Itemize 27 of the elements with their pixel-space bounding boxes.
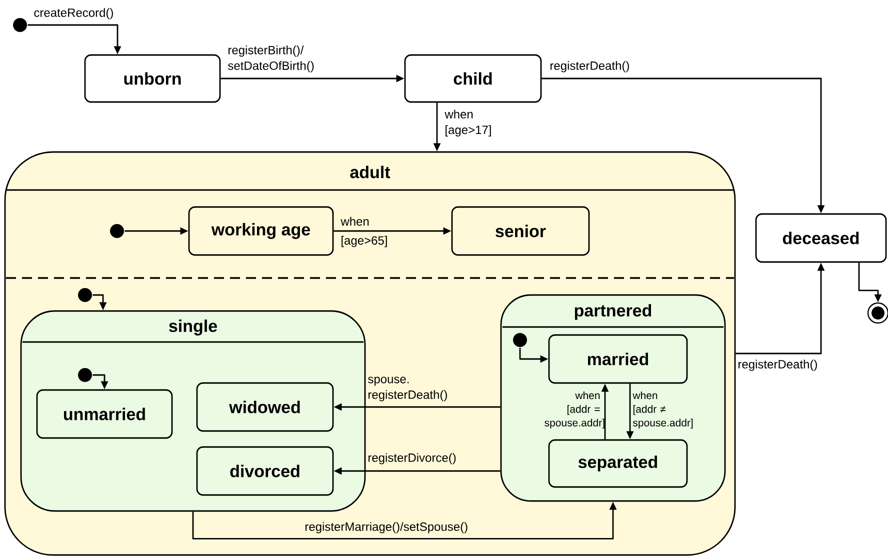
edge-label: when [age>65] xyxy=(340,216,387,248)
state-box: senior xyxy=(451,206,590,256)
state-box: separated xyxy=(548,439,688,488)
state-box: child xyxy=(404,54,542,103)
edge-label: registerDeath() xyxy=(550,61,629,72)
state-box: unmarried xyxy=(36,389,173,439)
final-state xyxy=(867,302,888,324)
initial-state-dot xyxy=(78,288,92,302)
edge-label: createRecord() xyxy=(34,8,113,20)
edge-label: registerDeath() xyxy=(738,360,817,371)
edge-label: when [age>17] xyxy=(444,110,491,136)
edge-label: registerMarriage()/setSpouse() xyxy=(306,522,468,534)
edge-label: when [addr ≠ spouse.addr] xyxy=(632,391,693,429)
state-box: widowed xyxy=(196,382,334,432)
initial-state-dot xyxy=(13,18,27,32)
state-box: working age xyxy=(188,206,334,256)
edge-label: registerDivorce() xyxy=(368,453,456,464)
initial-state-dot xyxy=(78,368,92,382)
state-box: married xyxy=(548,334,688,384)
initial-state-dot xyxy=(110,224,124,238)
edge-label: spouse. registerDeath() xyxy=(368,376,447,402)
initial-state-dot xyxy=(513,333,527,347)
state-box: unborn xyxy=(84,54,221,103)
state-box: divorced xyxy=(196,446,334,496)
edge-label: registerBirth()/ setDateOfBirth() xyxy=(228,46,314,72)
edge-label: when [addr = spouse.addr] xyxy=(544,391,604,429)
state-box: deceased xyxy=(755,213,887,263)
